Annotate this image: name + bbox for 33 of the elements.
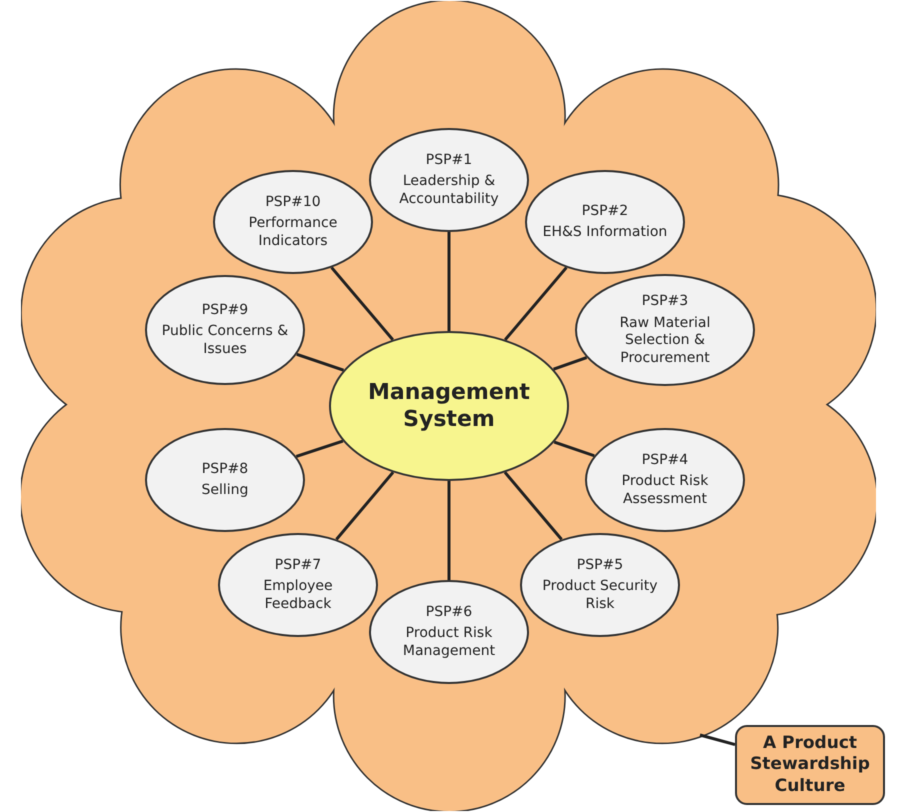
node-heading: PSP#7 (274, 556, 322, 574)
node-label: Raw Material Selection & Procurement (618, 314, 712, 367)
node-label: Public Concerns & Issues (160, 323, 289, 358)
node-heading: PSP#9 (202, 302, 248, 320)
node-heading: PSP#5 (576, 556, 624, 574)
connector-line (554, 440, 595, 458)
node-label: Leadership & Accountability (398, 173, 500, 208)
connector-line (448, 481, 450, 580)
node-heading: PSP#2 (582, 202, 628, 220)
node-label: Product Risk Assessment (620, 473, 710, 508)
connector-line (504, 266, 568, 341)
node-heading: PSP#1 (426, 152, 472, 170)
node-heading: PSP#8 (202, 460, 248, 478)
node-label: Product Security Risk (541, 578, 659, 614)
node-label: Product Risk Management (402, 625, 496, 660)
node-label: Selling (202, 482, 248, 500)
node-label: Performance Indicators (248, 215, 338, 250)
connector-line (335, 471, 394, 540)
node-label: EH&S Information (542, 224, 668, 242)
connector-line (296, 440, 344, 458)
connector-line (296, 352, 344, 372)
node-heading: PSP#3 (642, 293, 688, 310)
node-label: Management System (367, 378, 531, 434)
connector-line (504, 471, 563, 540)
node-label: Employee Feedback (262, 578, 334, 614)
node-heading: PSP#6 (426, 604, 472, 622)
node-heading: PSP#4 (642, 452, 688, 470)
connector-line (553, 356, 588, 371)
callout-box (735, 725, 885, 805)
connector-line (448, 232, 450, 331)
connector-line (330, 266, 394, 341)
node-heading: PSP#10 (265, 194, 321, 212)
node-label: A Product Stewardship Culture (749, 733, 871, 797)
